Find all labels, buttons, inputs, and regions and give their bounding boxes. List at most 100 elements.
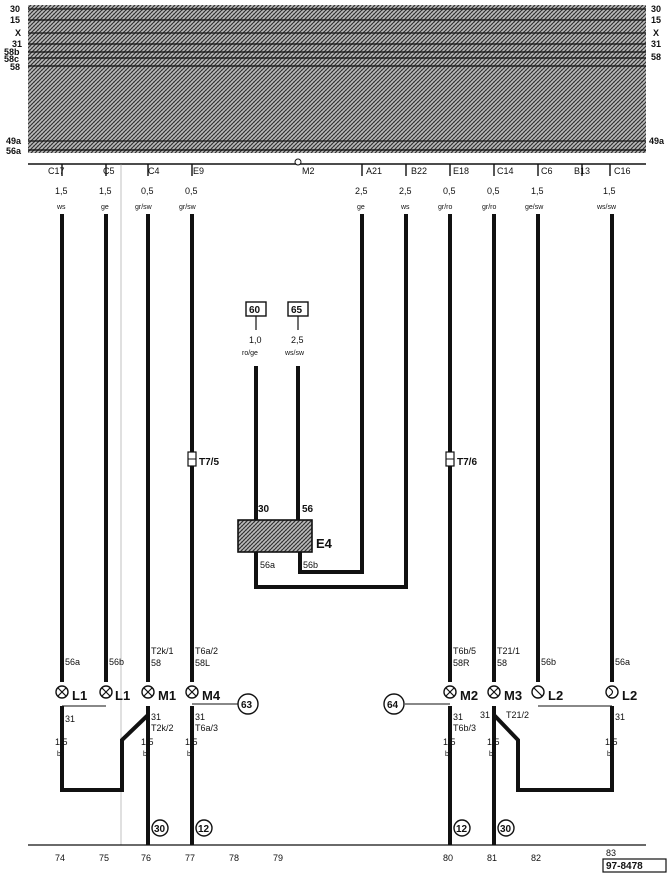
terminal-label: C6 (541, 166, 553, 176)
terminal-label: C4 (148, 166, 160, 176)
wire-color: gr/ro (482, 204, 497, 211)
ref-circle-63 (237, 693, 259, 715)
lamp-m1: M1 (141, 685, 176, 703)
wire-color: ws (400, 204, 410, 211)
switch-e4-pin: 30 (258, 504, 270, 515)
track-number: 79 (273, 853, 283, 863)
ground-refs: 30 12 12 30 (151, 819, 515, 837)
terminal-label: B22 (411, 166, 427, 176)
pin-label: T6b/3 (453, 723, 476, 733)
wire-size: 2,5 (291, 335, 304, 345)
bus-rails (28, 8, 646, 151)
component-label: L1 (115, 688, 130, 703)
rail-label-right: 58 (651, 52, 661, 62)
rail-label-left: 31 (12, 39, 22, 49)
pin-label: 31 (151, 712, 161, 722)
wire-size: 1,5 (487, 737, 500, 747)
rail-label-left: 30 (10, 4, 20, 14)
panel-hatching (28, 5, 646, 153)
rail-label-left: 58c (4, 54, 19, 64)
wire-color: gr/ro (438, 204, 453, 211)
ground-ref-label: 12 (198, 824, 210, 835)
component-label: L2 (622, 688, 637, 703)
ref-box-60-label: 60 (249, 305, 261, 316)
component-label: M3 (504, 688, 522, 703)
wire-color: ws/sw (284, 350, 305, 357)
terminal-label: E18 (453, 166, 469, 176)
pin-label: 31 (480, 710, 490, 720)
terminal-label: M2 (302, 166, 315, 176)
thin-links (62, 703, 612, 707)
lamp-m2: M2 (443, 685, 478, 703)
ground-ref-label: 12 (456, 824, 468, 835)
terminal-label: C17 (48, 166, 65, 176)
pin-label: 31 (615, 712, 625, 722)
pin-label: T6a/3 (195, 723, 218, 733)
ground-ref-label: 30 (154, 824, 166, 835)
terminal-m2-dot (294, 158, 302, 166)
wire-color: ro/ge (242, 350, 258, 357)
wire-color: br (57, 751, 64, 758)
ground-ref-label: 30 (500, 824, 512, 835)
ground-ref-circle (453, 819, 471, 837)
wire-size: 1,5 (99, 186, 112, 196)
wire-size: 0,5 (185, 186, 198, 196)
wire-size: 1,5 (531, 186, 544, 196)
rail-label-left: 58b (4, 47, 20, 57)
wire-color: ws (56, 204, 66, 211)
wire-color: gr/sw (135, 204, 153, 211)
terminal-label: B13 (574, 166, 590, 176)
wire-color: ws/sw (596, 204, 617, 211)
track-number: 81 (487, 853, 497, 863)
relay-panel: 30 15 X 31 58b 58c 58 49a 56a 30 15 X 31… (4, 4, 665, 165)
wire-size: 1,5 (55, 737, 68, 747)
rail-label-right: 30 (651, 4, 661, 14)
wire-size: 0,5 (487, 186, 500, 196)
component-label: M4 (202, 688, 221, 703)
pin-label: 31 (195, 712, 205, 722)
track-number: 74 (55, 853, 65, 863)
pin-label: 56a (65, 657, 80, 667)
lamp-m3: M3 (487, 685, 522, 703)
wire-size: 1,5 (603, 186, 616, 196)
pin-label: T6b/5 (453, 646, 476, 656)
pin-label: 31 (453, 712, 463, 722)
upper-pin-labels: 56a 56b T2k/1 58 T6a/2 58L T6b/5 58R T21… (65, 646, 630, 668)
pin-label: 58 (151, 658, 161, 668)
lamp-m4: M4 (185, 685, 221, 703)
wire-size: 1,0 (249, 335, 262, 345)
lamps: L1 L1 M1 M4 M2 (55, 685, 637, 703)
connector-t7-5-label: T7/5 (199, 457, 219, 468)
pin-label: 31 (65, 714, 75, 724)
track-number: 82 (531, 853, 541, 863)
wire-size: 1,5 (605, 737, 618, 747)
pin-label: T6a/2 (195, 646, 218, 656)
ground-wire-labels: 1,5 br 1,5 br 1,5 br 1,5 br 1,5 br 1,5 b… (55, 737, 618, 758)
wire-color: ge (357, 204, 365, 211)
ref-circle-64 (383, 693, 405, 715)
switch-e4-pin: 56a (260, 560, 275, 570)
pin-label: 56b (109, 657, 124, 667)
wire-color: ge/sw (525, 204, 544, 211)
ref-circle-63-label: 63 (241, 700, 253, 711)
terminal-label: A21 (366, 166, 382, 176)
rail-label-left: 56a (6, 146, 22, 156)
rail-label-left: 58 (10, 62, 20, 72)
lamp-l2-left: L2 (531, 685, 563, 703)
track-number: 83 (606, 848, 616, 858)
wire-color: br (143, 751, 150, 758)
wire-size: 1,5 (55, 186, 68, 196)
track-number: 77 (185, 853, 195, 863)
terminal-labels: C17 C5 C4 E9 M2 A21 B22 E18 C14 C6 B13 C… (48, 166, 631, 176)
component-label: M2 (460, 688, 478, 703)
switch-e4-label: E4 (316, 536, 333, 551)
wire-color: br (489, 751, 496, 758)
terminal-label: C14 (497, 166, 514, 176)
ground-ref-circle (497, 819, 515, 837)
switch-e4-pin: 56b (303, 560, 318, 570)
wire-size: 0,5 (443, 186, 456, 196)
doc-id-box (602, 858, 667, 873)
track-numbers: 74 75 76 77 78 79 80 81 82 83 (55, 848, 616, 863)
lamp-l1-right: L1 (99, 685, 130, 703)
